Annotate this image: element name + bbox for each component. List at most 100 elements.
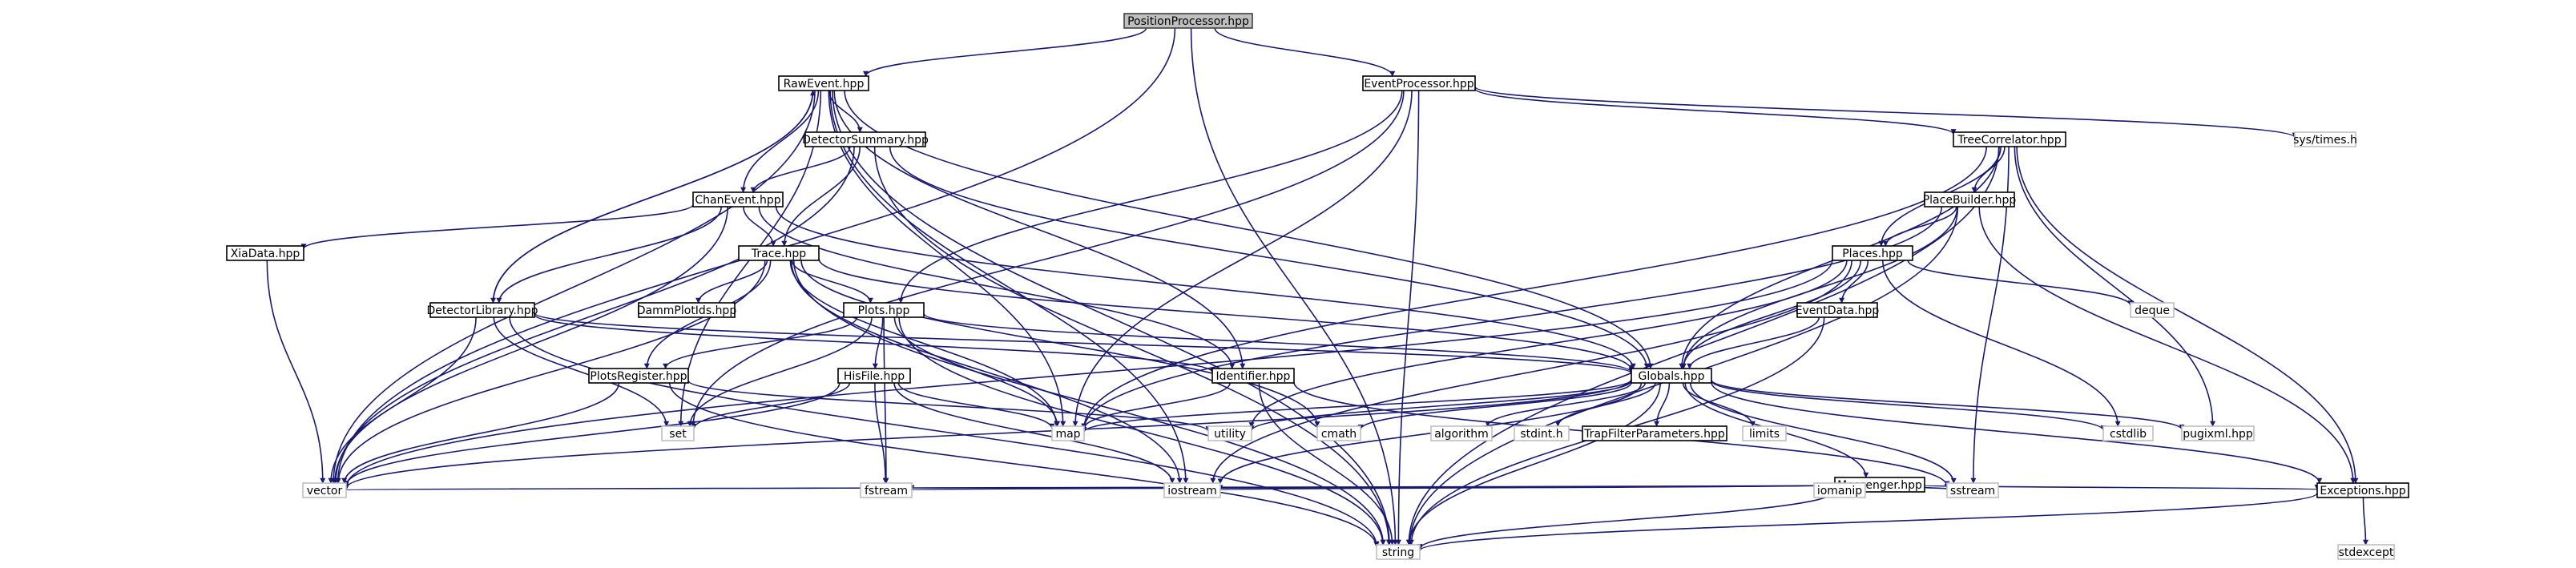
node-position-processor[interactable]: PositionProcessor.hpp <box>1123 13 1253 29</box>
node-box-chan-event <box>692 191 784 207</box>
node-box-plots <box>843 302 925 318</box>
node-label-string: string <box>1382 546 1414 559</box>
node-damm-plot-ids[interactable]: DammPlotIds.hpp <box>637 302 737 318</box>
edge-detector-library-to-set <box>493 316 670 427</box>
node-label-globals: Globals.hpp <box>1638 370 1704 383</box>
node-exceptions[interactable]: Exceptions.hpp <box>2316 482 2409 498</box>
node-his-file[interactable]: HisFile.hpp <box>837 368 911 384</box>
node-cmath: cmath <box>1316 425 1361 441</box>
node-raw-event[interactable]: RawEvent.hpp <box>778 75 869 91</box>
node-label-set: set <box>669 428 687 441</box>
node-stdint: stdint.h <box>1514 425 1570 441</box>
edge-trace-to-plots <box>791 260 873 304</box>
edge-detector-summary-to-globals <box>889 146 1650 369</box>
node-label-limits: limits <box>1749 428 1780 441</box>
node-chan-event[interactable]: ChanEvent.hpp <box>692 191 784 207</box>
node-label-chan-event: ChanEvent.hpp <box>695 194 780 207</box>
edge-event-processor-to-map <box>1072 90 1413 427</box>
edge-plots-register-to-utility <box>687 380 1211 433</box>
node-box-position-processor <box>1123 13 1253 29</box>
node-box-sstream <box>1946 482 1999 498</box>
edge-detector-summary-to-string <box>873 146 1392 546</box>
edge-places-to-cstdlib <box>1882 260 2121 427</box>
edge-globals-to-sstream <box>1689 382 1957 484</box>
node-label-trace: Trace.hpp <box>751 248 806 260</box>
edge-messenger-to-sstream <box>1924 483 1950 489</box>
node-label-iostream: iostream <box>1167 485 1217 498</box>
edge-globals-to-vector <box>343 379 1632 489</box>
edge-position-processor-to-event-processor <box>1214 27 1396 77</box>
node-event-processor[interactable]: EventProcessor.hpp <box>1362 75 1476 91</box>
edge-messenger-to-iostream <box>1219 484 1836 491</box>
edge-plots-to-map <box>893 316 1061 427</box>
node-label-sstream: sstream <box>1950 485 1995 498</box>
edge-position-processor-to-string <box>1190 27 1398 546</box>
node-trace[interactable]: Trace.hpp <box>738 245 820 261</box>
node-trap-filter[interactable]: TrapFilterParameters.hpp <box>1582 425 1727 441</box>
node-places[interactable]: Places.hpp <box>1832 245 1913 261</box>
node-xia-data[interactable]: XiaData.hpp <box>226 245 304 261</box>
node-event-data[interactable]: EventData.hpp <box>1796 302 1880 318</box>
node-stdexcept: stdexcept <box>2337 544 2395 560</box>
node-box-algorithm <box>1430 425 1493 441</box>
node-label-xia-data: XiaData.hpp <box>231 248 300 260</box>
node-label-algorithm: algorithm <box>1434 428 1489 441</box>
node-label-vector: vector <box>307 485 343 498</box>
node-box-stdint <box>1514 425 1570 441</box>
edge-plots-register-to-string <box>669 382 1380 548</box>
edge-detector-summary-to-vector <box>333 146 855 484</box>
node-globals[interactable]: Globals.hpp <box>1631 368 1712 384</box>
node-place-builder[interactable]: PlaceBuilder.hpp <box>1923 191 2017 207</box>
node-label-utility: utility <box>1214 428 1246 441</box>
edge-plots-to-his-file <box>872 316 884 369</box>
edge-places-to-event-data <box>1839 260 1869 304</box>
node-label-map: map <box>1055 428 1080 441</box>
edge-xia-data-to-vector <box>266 260 326 484</box>
edge-exceptions-to-string <box>1417 492 2318 552</box>
edge-chan-event-to-xia-data <box>300 203 694 250</box>
edge-tree-correlator-to-exceptions <box>2016 146 2359 484</box>
node-label-event-data: EventData.hpp <box>1796 304 1880 317</box>
edge-identifier-to-map <box>1081 382 1231 429</box>
edge-place-builder-to-globals <box>1680 206 1958 369</box>
edge-event-processor-to-tree-correlator <box>1474 87 1957 135</box>
node-label-detector-summary: DetectorSummary.hpp <box>802 134 929 147</box>
node-detector-summary[interactable]: DetectorSummary.hpp <box>802 131 929 147</box>
node-cstdlib: cstdlib <box>2102 425 2154 441</box>
node-box-fstream <box>860 482 913 498</box>
node-limits: limits <box>1742 425 1787 441</box>
edge-globals-to-cstdlib <box>1711 380 2106 431</box>
edge-identifier-to-string <box>1258 382 1396 546</box>
edge-trace-to-damm-plot-ids <box>695 260 768 304</box>
node-plots-register[interactable]: PlotsRegister.hpp <box>588 368 689 384</box>
edge-tree-correlator-to-pugixml <box>2014 146 2216 427</box>
node-label-exceptions: Exceptions.hpp <box>2320 485 2405 498</box>
node-deque: deque <box>2130 302 2175 318</box>
node-box-raw-event <box>778 75 869 91</box>
edge-plots-to-fstream <box>883 316 889 484</box>
node-label-cstdlib: cstdlib <box>2110 428 2147 441</box>
node-plots[interactable]: Plots.hpp <box>843 302 925 318</box>
edge-detector-library-to-identifier <box>534 313 1215 373</box>
node-identifier[interactable]: Identifier.hpp <box>1211 368 1295 384</box>
edge-plots-to-plots-register <box>663 316 858 369</box>
node-detector-library[interactable]: DetectorLibrary.hpp <box>426 302 538 318</box>
edge-detector-summary-to-trace <box>781 146 861 247</box>
node-box-iostream <box>1163 482 1221 498</box>
node-tree-correlator[interactable]: TreeCorrelator.hpp <box>1953 131 2066 147</box>
node-box-places <box>1832 245 1913 261</box>
node-box-detector-library <box>429 302 535 318</box>
edge-detector-library-to-raw-event <box>492 90 816 304</box>
node-vector: vector <box>302 482 347 498</box>
edge-globals-to-pugixml <box>1711 379 2185 430</box>
edge-globals-to-limits <box>1682 382 1756 427</box>
node-box-exceptions <box>2316 482 2409 498</box>
node-box-sys-times <box>2294 131 2356 147</box>
edge-detector-library-to-vector <box>328 316 477 484</box>
node-box-trace <box>738 245 820 261</box>
edge-layer <box>266 27 2368 552</box>
node-box-vector <box>302 482 347 498</box>
node-box-place-builder <box>1924 191 2015 207</box>
node-label-sys-times: sys/times.h <box>2293 134 2357 147</box>
edge-tree-correlator-to-string <box>1405 146 2000 546</box>
